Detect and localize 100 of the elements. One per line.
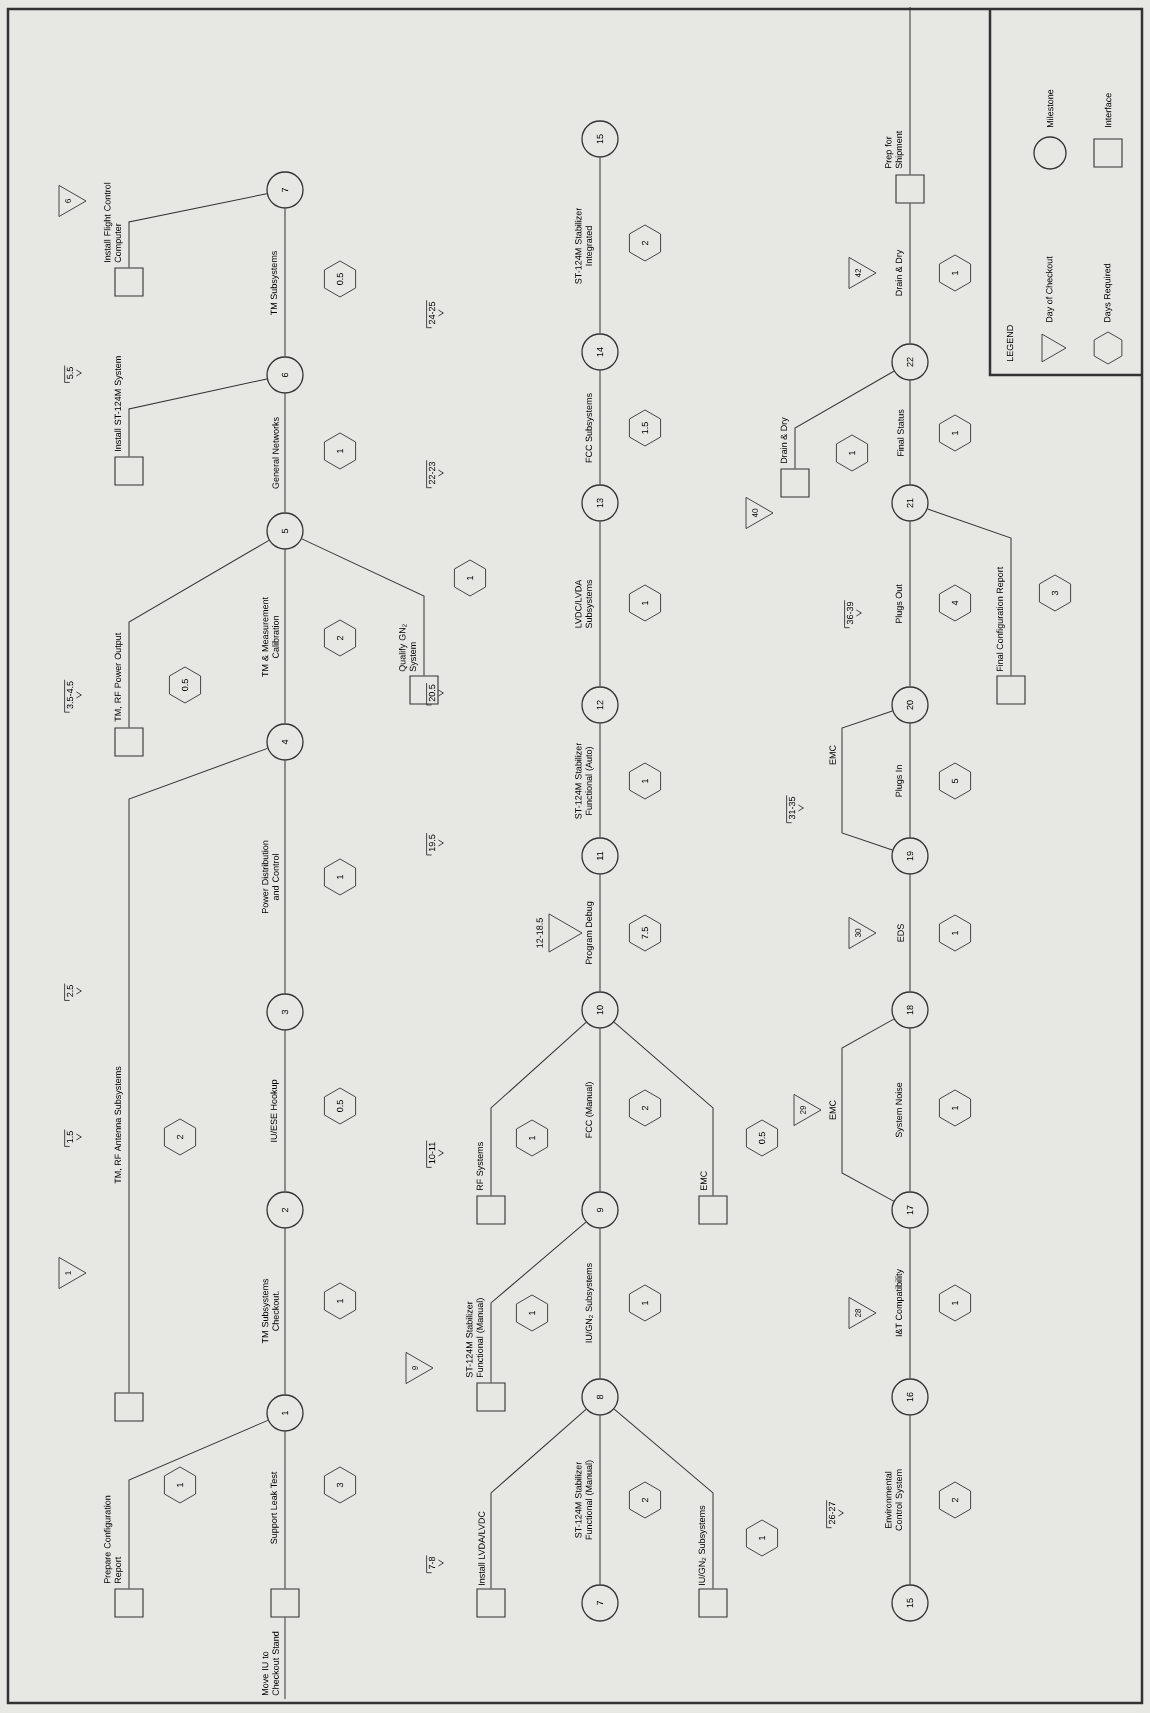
activity-label: RF Systems: [476, 1142, 485, 1191]
activity-line: [909, 203, 911, 344]
duration-hexagon: 2: [323, 619, 357, 657]
activity-line: [599, 521, 601, 687]
duration-hexagon: 1: [323, 858, 357, 896]
day-triangle: 30: [848, 916, 877, 950]
interface-box: [476, 1382, 506, 1412]
interface-box: [114, 267, 144, 297]
interface-box: [780, 468, 810, 498]
activity-label: TM Subsystems Checkout.: [261, 1278, 279, 1344]
activity-line: [841, 710, 893, 851]
activity-label: System Noise: [895, 1082, 904, 1138]
activity-line: [301, 538, 425, 676]
interface-box: [114, 1588, 144, 1618]
interface-box: [895, 174, 925, 204]
activity-line: [909, 6, 911, 175]
activity-label: Power Distribution and Control: [261, 840, 279, 913]
activity-line: [284, 1431, 286, 1589]
activity-line: [128, 747, 268, 1393]
activity-line: [128, 1419, 269, 1589]
duration-hexagon: 0.5: [168, 666, 202, 704]
activity-label: LVDC/LVDA Subsystems: [574, 579, 594, 629]
duration-hexagon: 1: [938, 914, 972, 952]
activity-line: [128, 193, 268, 268]
activity-line: [909, 380, 911, 485]
activity-line: [490, 1021, 587, 1196]
activity-line: [909, 1415, 911, 1585]
activity-label: Install Flight Control Computer: [103, 182, 123, 263]
activity-line: [909, 723, 911, 838]
activity-label: ST-124M Stabilizer Functional (Manual): [465, 1298, 485, 1378]
day-triangle: 28: [848, 1296, 877, 1330]
activity-line: [284, 549, 286, 724]
activity-line: [909, 1028, 911, 1192]
activity-label: Plugs Out: [895, 584, 904, 623]
activity-label: Move IU to Checkout Stand: [262, 1631, 279, 1696]
day-triangle: 29: [793, 1093, 822, 1127]
activity-label: EMC: [700, 1171, 707, 1191]
activity-label: TM & Measurement Calibration: [262, 597, 279, 677]
duration-hexagon: 1: [938, 254, 972, 292]
duration-hexagon: 1: [453, 559, 487, 597]
duration-hexagon: 1: [628, 1284, 662, 1322]
activity-label: IU/ESE Hookup: [270, 1079, 279, 1142]
interface-box: [698, 1588, 728, 1618]
legend-label: Milestone: [1046, 89, 1054, 128]
activity-label: Qualify GN$_{2}$ System: [398, 624, 418, 672]
duration-hexagon: 1: [938, 414, 972, 452]
legend-label: Day of Checkout: [1045, 256, 1055, 323]
duration-hexagon: 3: [323, 1466, 357, 1504]
interface-box: [476, 1588, 506, 1618]
activity-line: [613, 1408, 714, 1589]
activity-label: Environmental Control System: [884, 1469, 904, 1531]
day-triangle: 40: [745, 496, 774, 530]
activity-label: Final Status: [897, 409, 904, 456]
activity-label: Prepare Configuration Report: [103, 1495, 123, 1584]
activity-label: Drain & Dry: [895, 249, 904, 296]
activity-line: [599, 1028, 601, 1192]
activity-label: TM, RF Antenna Subsystems: [114, 1066, 123, 1184]
interface-box: [114, 1392, 144, 1422]
activity-line: [490, 1221, 587, 1383]
activity-line: [794, 370, 895, 469]
activity-label: Plugs In: [895, 765, 904, 797]
day-triangle: 1: [58, 1256, 87, 1290]
duration-hexagon: 1: [628, 762, 662, 800]
duration-hexagon: 0.5: [323, 260, 357, 298]
activity-line: [490, 1408, 587, 1589]
activity-label: IU/GN$_{2}$ Subsystems: [585, 1263, 594, 1343]
duration-hexagon: 1: [745, 1519, 779, 1557]
duration-hexagon: 2: [163, 1118, 197, 1156]
activity-line: [128, 378, 268, 457]
interface-box: [114, 727, 144, 757]
interface-box: [114, 456, 144, 486]
activity-line: [284, 1030, 286, 1192]
duration-hexagon: 0.5: [745, 1119, 779, 1157]
activity-label: Prep for Shipment: [884, 130, 904, 169]
interface-box: [409, 675, 439, 705]
duration-hexagon: 1: [835, 434, 869, 472]
duration-hexagon: 2: [628, 1481, 662, 1519]
duration-hexagon: 1: [163, 1466, 197, 1504]
activity-line: [613, 1021, 714, 1196]
activity-label: General Networks: [272, 417, 279, 489]
legend-label: Days Required: [1103, 263, 1113, 323]
duration-hexagon: 7.5: [628, 914, 662, 952]
activity-label: Final Configuration Report: [996, 566, 1005, 672]
activity-label: I&T Compatibility: [895, 1269, 904, 1337]
activity-line: [599, 1228, 601, 1379]
duration-hexagon: 1: [938, 1284, 972, 1322]
duration-hexagon: 1.5: [628, 409, 662, 447]
legend-label: Interface: [1104, 93, 1112, 127]
activity-line: [599, 370, 601, 485]
activity-label: EDS: [897, 924, 904, 942]
activity-label: Drain & Dry: [780, 417, 789, 464]
activity-label: IU/GN$_{2}$ Subsystems: [698, 1505, 707, 1585]
duration-hexagon: 3: [1038, 574, 1072, 612]
interface-box: [698, 1195, 728, 1225]
day-triangle: 6: [58, 184, 87, 218]
activity-label: TM Subsystems: [270, 251, 279, 316]
activity-label: FCC (Manual): [585, 1082, 594, 1138]
activity-line: [599, 723, 601, 838]
activity-label: Support Leak Test: [270, 1471, 279, 1544]
duration-hexagon: 1: [515, 1294, 549, 1332]
